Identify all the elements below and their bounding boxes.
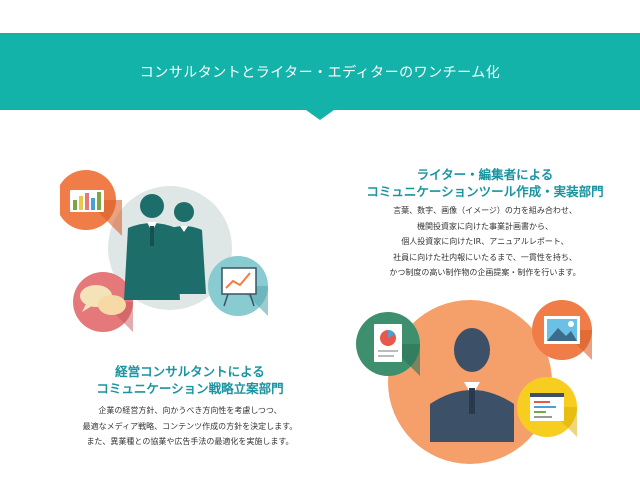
image-icon	[532, 300, 592, 360]
right-section-body: 言葉、数字、画像（イメージ）の力を組み合わせ、 機関投資家に向けた事業計画書から…	[335, 203, 635, 281]
presentation-board-icon	[208, 256, 268, 316]
top-strip	[0, 0, 640, 33]
speech-bubbles-icon	[73, 272, 133, 332]
right-body-line4: 社員に向けた社内報にいたるまで、一貫性を持ち、	[393, 252, 577, 262]
left-title-line2: コミュニケーション戦略立案部門	[96, 381, 284, 396]
right-section-title: ライター・編集者による コミュニケーションツール作成・実装部門	[335, 166, 635, 200]
left-body-line3: また、異業種との協業や広告手法の最適化を実施します。	[86, 437, 294, 446]
right-body-line5: かつ制度の高い制作物の企画提案・制作を行います。	[389, 268, 581, 277]
text-editor-icon	[517, 377, 577, 437]
left-body-line1: 企業の経営方針、向かうべき方向性を考慮しつつ、	[98, 406, 282, 415]
banner-title: コンサルタントとライター・エディターのワンチーム化	[139, 64, 501, 81]
person-icon	[430, 328, 514, 442]
document-chart-icon	[356, 312, 420, 376]
banner-arrow	[306, 110, 334, 120]
right-title-line2: コミュニケーションツール作成・実装部門	[366, 184, 604, 199]
right-body-line2: 機関投資家に向けた事業計画書から、	[417, 221, 553, 231]
left-body-line2: 最適なメディア戦略、コンテンツ作成の方針を決定します。	[82, 421, 298, 431]
right-body-line3: 個人投資家に向けたIR、アニュアルレポート、	[401, 237, 569, 246]
writer-illustration	[356, 300, 592, 464]
left-section-body: 企業の経営方針、向かうべき方向性を考慮しつつ、 最適なメディア戦略、コンテンツ作…	[30, 403, 350, 450]
right-title-line1: ライター・編集者による	[416, 167, 554, 182]
businessmen-icon	[124, 194, 206, 300]
bar-chart-icon	[60, 170, 122, 236]
consultant-illustration	[60, 170, 268, 332]
left-title-line1: 経営コンサルタントによる	[115, 364, 265, 379]
left-section-title: 経営コンサルタントによる コミュニケーション戦略立案部門	[40, 363, 340, 397]
right-body-line1: 言葉、数字、画像（イメージ）の力を組み合わせ、	[393, 206, 577, 215]
header-banner: コンサルタントとライター・エディターのワンチーム化	[0, 33, 640, 110]
